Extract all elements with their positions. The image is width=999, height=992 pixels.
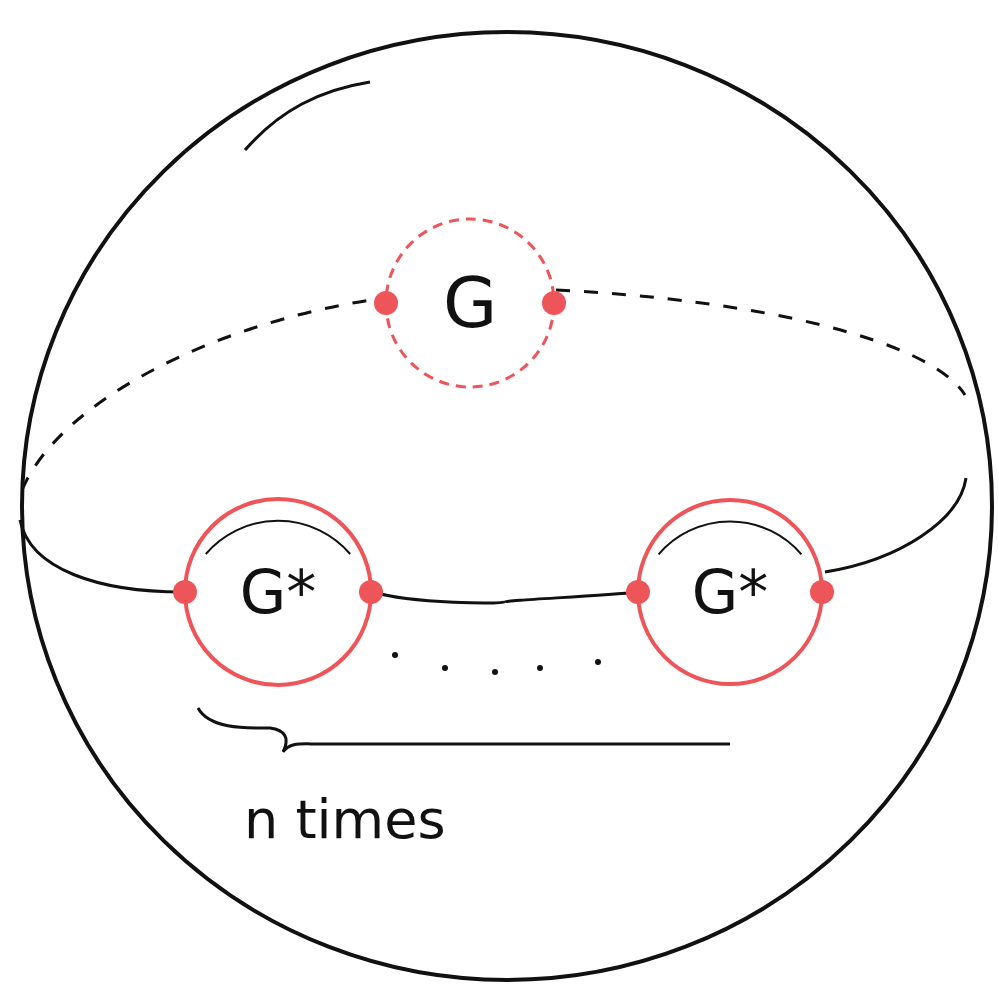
sketch-stroke: [659, 521, 802, 554]
equator-connector: [373, 592, 636, 603]
node-label: G*: [692, 562, 769, 622]
equator-front: [20, 520, 183, 592]
node-label: G*: [240, 562, 317, 622]
sketch-stroke: [206, 521, 350, 554]
brace: [198, 708, 730, 752]
sketch-stroke: [245, 82, 370, 150]
circle-stroke: [638, 500, 822, 684]
equator-back: [22, 298, 385, 490]
equator-back: [556, 290, 965, 395]
circle-node: G: [384, 217, 556, 389]
marked-point: [374, 291, 398, 315]
sphere-outline: [22, 32, 992, 980]
circle-node: G*: [636, 498, 824, 686]
circle-stroke: [185, 499, 371, 685]
marked-point: [810, 580, 834, 604]
marked-point: [626, 580, 650, 604]
marked-point: [359, 580, 383, 604]
equator-front: [825, 478, 966, 572]
circle-stroke: [386, 219, 554, 387]
marked-point: [542, 291, 566, 315]
ellipsis-dots: [392, 652, 601, 675]
node-label: G: [443, 268, 497, 338]
circle-node: G*: [183, 497, 373, 687]
marked-point: [173, 580, 197, 604]
annotation-text: n times: [240, 790, 450, 849]
